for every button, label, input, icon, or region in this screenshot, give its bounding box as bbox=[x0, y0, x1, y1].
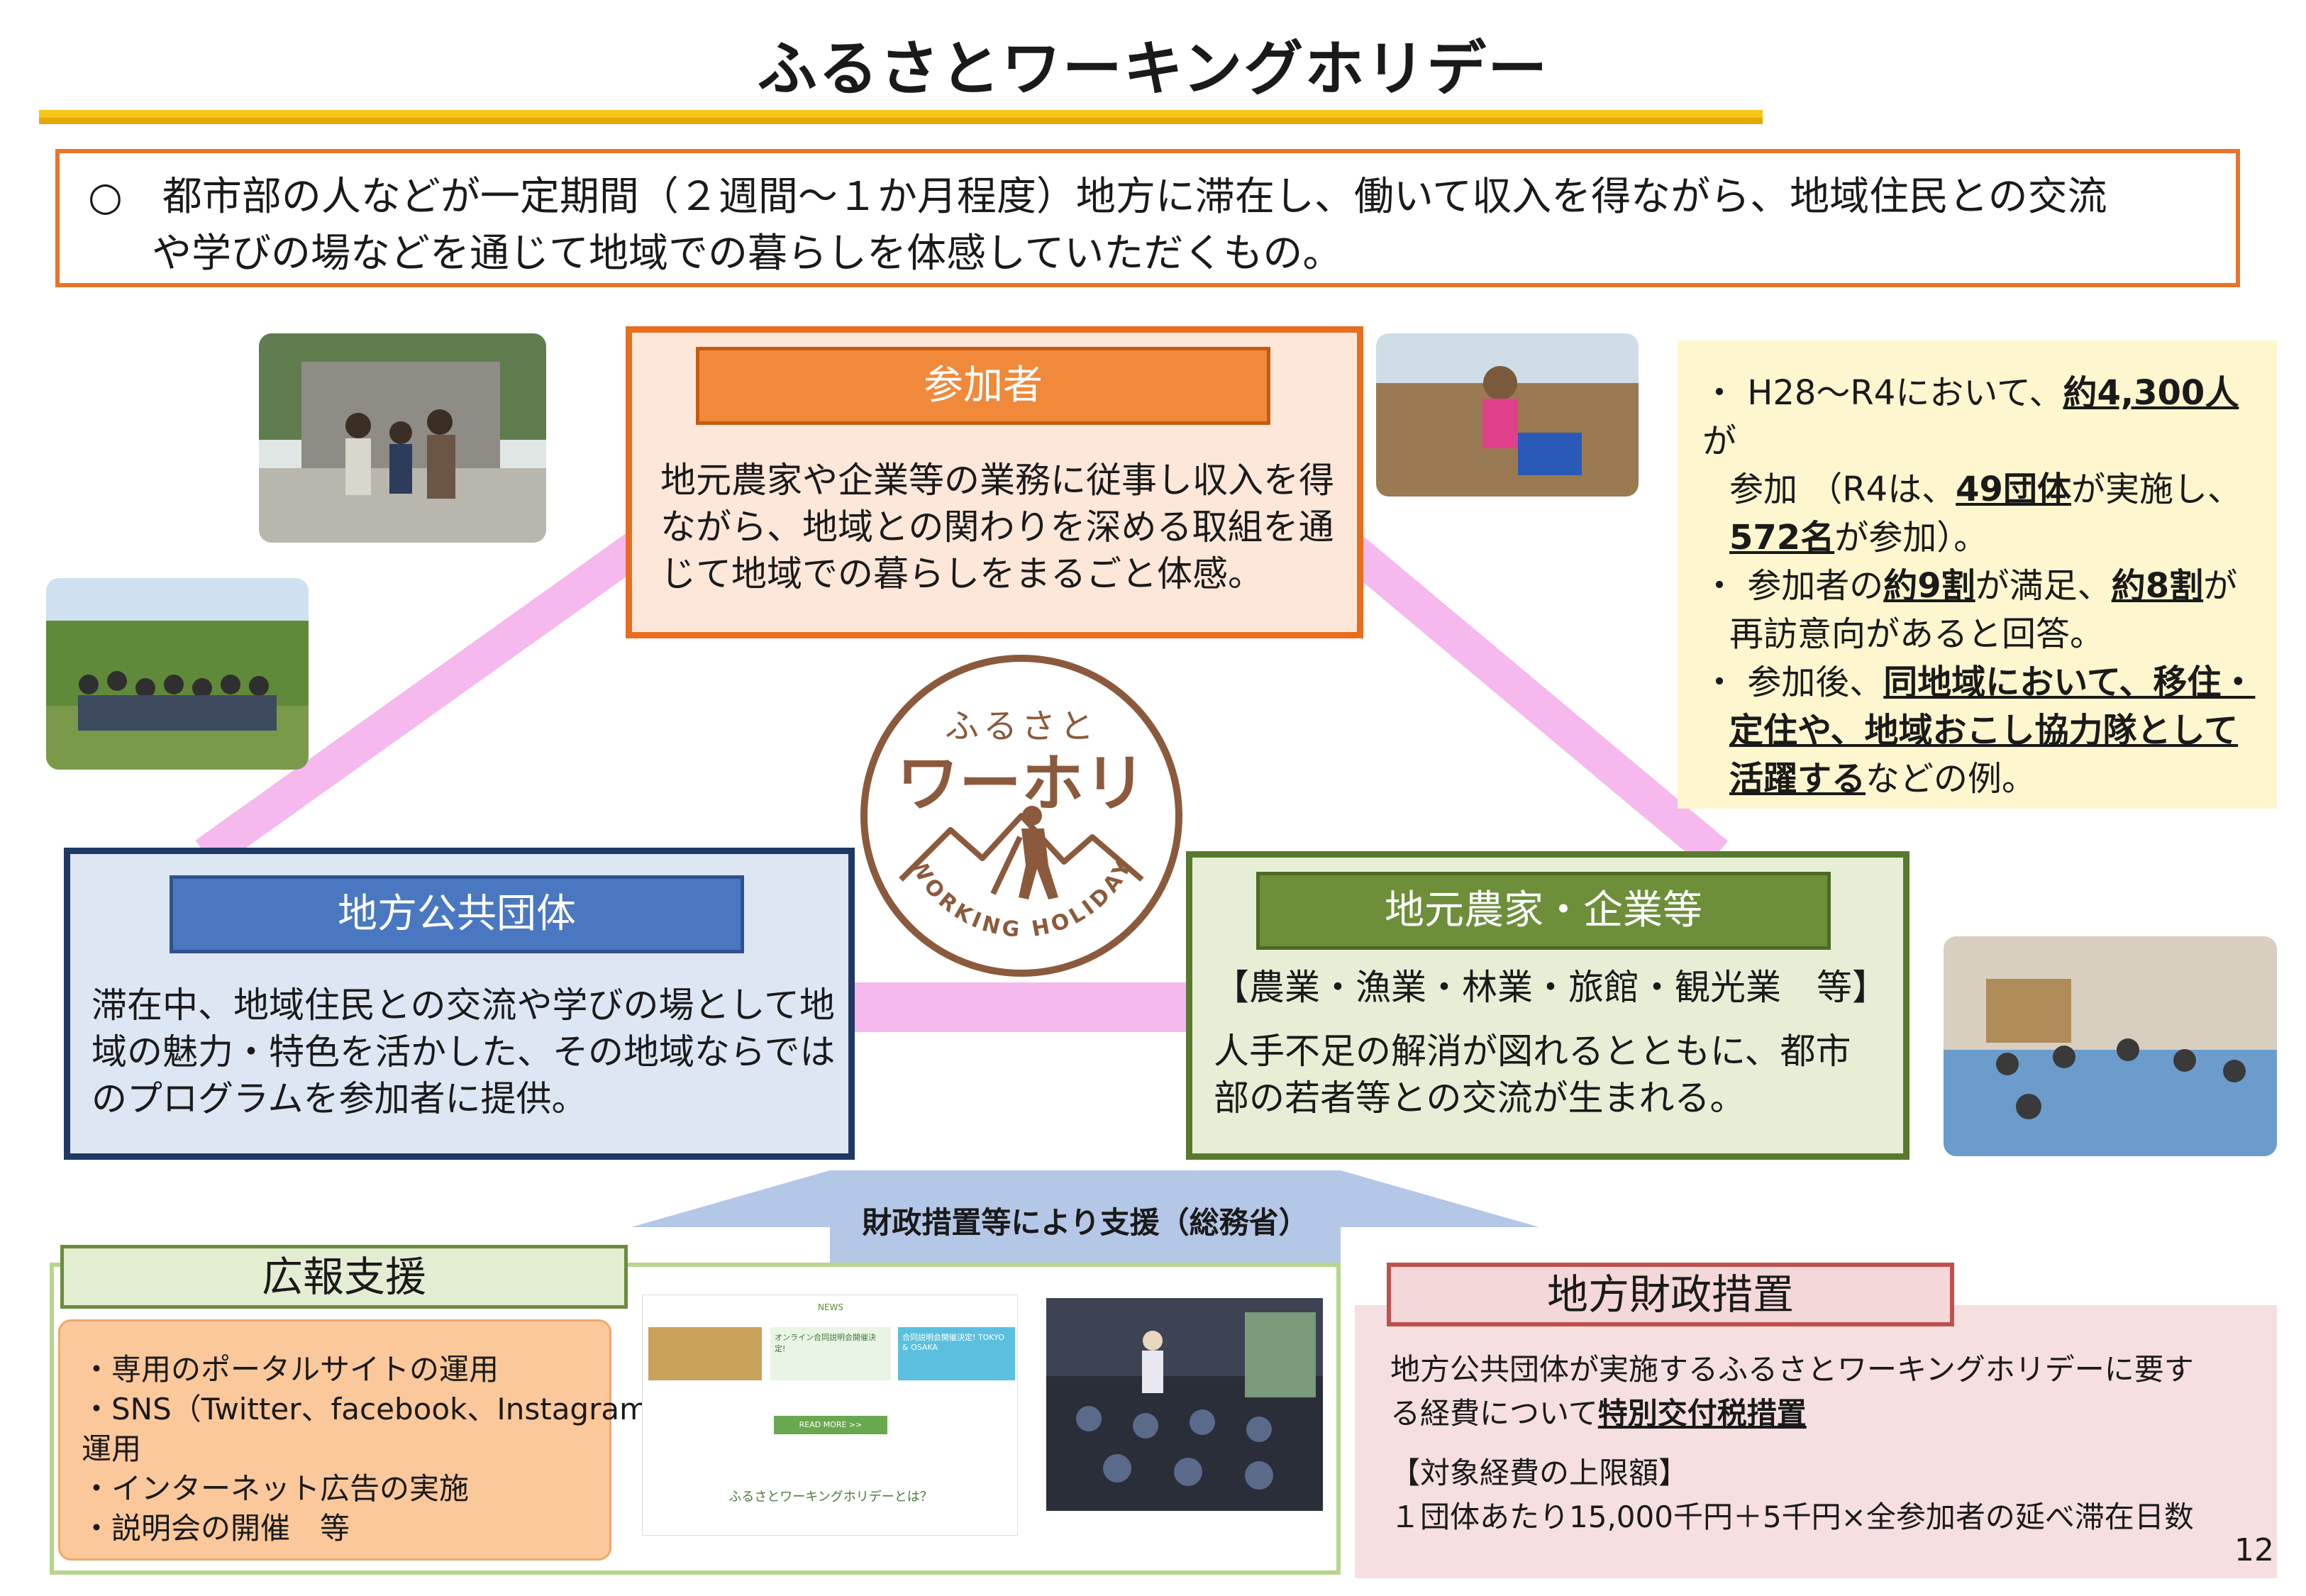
photo-workshop bbox=[1944, 936, 2277, 1156]
pr-support-header: 広報支援 bbox=[60, 1245, 628, 1309]
page-title: ふるさとワーキングホリデー bbox=[757, 34, 1549, 104]
portal-read-more-button[interactable]: READ MORE >> bbox=[774, 1416, 887, 1434]
photo-farm-worker bbox=[1376, 333, 1639, 497]
photo-group bbox=[46, 578, 309, 770]
logo-top-text: ふるさと bbox=[945, 706, 1098, 746]
portal-card-image bbox=[648, 1327, 762, 1380]
photo-seminar bbox=[1046, 1298, 1323, 1511]
local-government-body: 滞在中、地域住民との交流や学びの場として地域の魅力・特色を活かした、その地域なら… bbox=[92, 985, 836, 1119]
pr-support-list: ・専用のポータルサイトの運用 ・SNS（Twitter、facebook、Ins… bbox=[58, 1319, 709, 1561]
portal-card-osaka: 合同説明会開催決定! TOKYO & OSAKA bbox=[898, 1327, 1015, 1380]
photo-village-walk bbox=[259, 333, 546, 543]
local-government-header: 地方公共団体 bbox=[170, 875, 744, 953]
logo-main-text: ワーホリ bbox=[897, 747, 1146, 820]
list-item: ・インターネット広告の実施 bbox=[82, 1471, 470, 1506]
farmers-categories: 【農業・漁業・林業・旅館・観光業 等】 bbox=[1214, 967, 1888, 1008]
fact-1: ・ H28～R4において、約4,300人が bbox=[1702, 373, 2239, 461]
support-arrow-label: 財政措置等により支援（総務省） bbox=[862, 1205, 1309, 1240]
intro-line-2: や学びの場などを通じて地域での暮らしを体感していただくもの。 bbox=[152, 231, 1343, 277]
hiker-icon bbox=[990, 806, 1058, 899]
portal-screenshot: NEWS オンライン合同説明会開催決定! 合同説明会開催決定! TOKYO & … bbox=[642, 1295, 1018, 1536]
portal-news-label: NEWS bbox=[817, 1302, 844, 1312]
list-item: ・SNS（Twitter、facebook、Instagram）の bbox=[82, 1392, 709, 1426]
furusato-warhori-logo: ふるさと ワーホリ WORKING HOLIDAY bbox=[860, 655, 1182, 977]
intro-box: ○ 都市部の人などが一定期間（２週間～１か月程度）地方に滞在し、働いて収入を得な… bbox=[55, 149, 2240, 287]
fact-2: ・ 参加者の約9割が満足、約8割が bbox=[1702, 566, 2238, 606]
participants-box: 参加者 地元農家や企業等の業務に従事し収入を得ながら、地域との関わりを深める取組… bbox=[626, 326, 1363, 638]
intro-line-1: ○ 都市部の人などが一定期間（２週間～１か月程度）地方に滞在し、働いて収入を得な… bbox=[88, 174, 2107, 220]
support-arrow bbox=[631, 1170, 1539, 1263]
list-item: ・専用のポータルサイトの運用 bbox=[82, 1352, 499, 1387]
title-underline bbox=[39, 110, 1763, 124]
fiscal-header: 地方財政措置 bbox=[1387, 1263, 1954, 1326]
page-number: 12 bbox=[2234, 1532, 2274, 1568]
portal-card-online: オンライン合同説明会開催決定! bbox=[770, 1327, 891, 1380]
farmers-header: 地元農家・企業等 bbox=[1256, 872, 1831, 950]
local-government-box: 地方公共団体 滞在中、地域住民との交流や学びの場として地域の魅力・特色を活かした… bbox=[64, 848, 855, 1160]
fiscal-panel bbox=[1355, 1305, 2277, 1578]
farmers-box: 地元農家・企業等 【農業・漁業・林業・旅館・観光業 等】 人手不足の解消が図れる… bbox=[1186, 851, 1909, 1160]
portal-footer-text: ふるさとワーキングホリデーとは？ bbox=[728, 1490, 933, 1504]
farmers-body: 人手不足の解消が図れるとともに、都市部の若者等との交流が生まれる。 bbox=[1214, 1031, 1851, 1119]
fact-3: ・ 参加後、同地域において、移住・ bbox=[1702, 663, 2256, 702]
list-item: ・説明会の開催 等 bbox=[82, 1511, 350, 1546]
fiscal-body: 地方公共団体が実施するふるさとワーキングホリデーに要す る経費について特別交付税… bbox=[1390, 1352, 2194, 1534]
participants-header: 参加者 bbox=[696, 347, 1270, 425]
facts-box: ・ H28～R4において、約4,300人が 参加 （R4は、49団体が実施し、 … bbox=[1678, 340, 2277, 809]
list-item: 運用 bbox=[82, 1431, 142, 1466]
participants-body: 地元農家や企業等の業務に従事し収入を得ながら、地域との関わりを深める取組を通じて… bbox=[660, 460, 1334, 594]
mountain-icon bbox=[899, 813, 1144, 882]
